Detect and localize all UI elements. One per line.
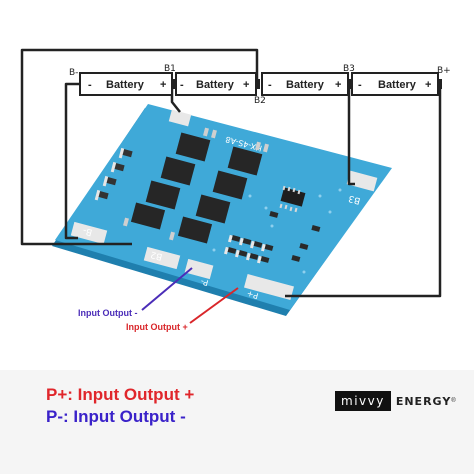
mosfet <box>227 146 263 176</box>
battery-4-label: Battery <box>378 79 417 91</box>
battery-3-minus: - <box>268 79 272 91</box>
callout-line-p-plus <box>189 287 239 324</box>
smd-capacitor <box>113 162 125 172</box>
pad-label-b3: B3 <box>348 193 362 206</box>
battery-4-minus: - <box>358 79 362 91</box>
battery-4: - Battery + <box>351 72 442 96</box>
brand-logo: mivvy ENERGY ® <box>335 391 456 411</box>
battery-3-label: Battery <box>286 79 325 91</box>
board-pad-p-minus <box>184 258 214 280</box>
callout-line-p-minus <box>141 267 193 311</box>
legend-p-minus: P-: Input Output - <box>46 407 186 426</box>
pad-label-p-plus: P+ <box>246 289 259 301</box>
brand-mark: mivvy <box>335 391 391 411</box>
battery-1-minus: - <box>88 79 92 91</box>
footer-panel <box>0 370 474 474</box>
mosfet <box>175 132 211 162</box>
battery-4-plus: + <box>425 79 431 91</box>
smd-capacitor <box>121 148 133 158</box>
callout-p-minus: Input Output - <box>78 308 137 318</box>
mosfet <box>195 194 231 224</box>
mosfet <box>160 156 196 186</box>
mosfet <box>145 180 181 210</box>
wire-b3 <box>347 84 355 186</box>
pad-label-b2: B2 <box>150 249 164 262</box>
terminal-label-b1: B1 <box>164 64 176 74</box>
board-pad-b3 <box>346 170 378 192</box>
mosfet <box>130 202 166 230</box>
battery-2-plus: + <box>243 79 249 91</box>
terminal-label-b-plus: B+ <box>437 66 451 76</box>
battery-2-minus: - <box>180 79 184 91</box>
bms-board: B- B2 B3 P- P+ HX-4S-A8 <box>52 104 392 316</box>
board-pad-b2 <box>143 246 181 270</box>
battery-1-label: Battery <box>106 79 145 91</box>
mosfet <box>177 216 213 244</box>
pad-label-b-minus: B- <box>82 225 94 237</box>
battery-2: - Battery + <box>175 72 260 96</box>
battery-pack: - Battery + - Battery + - Battery + - Ba… <box>79 72 442 96</box>
battery-3: - Battery + <box>261 72 352 96</box>
legend-p-plus: P+: Input Output + <box>46 385 195 404</box>
board-pad-top <box>168 109 192 127</box>
board-pad-p-plus <box>244 274 294 300</box>
brand-wordmark: ENERGY <box>395 394 452 408</box>
brand-registered-mark: ® <box>451 398 456 404</box>
terminal-label-b2: B2 <box>254 96 266 106</box>
battery-3-plus: + <box>335 79 341 91</box>
terminal-label-b-minus: B- <box>69 68 78 78</box>
bms-wiring-diagram: B- B2 B3 P- P+ HX-4S-A8 <box>20 48 451 332</box>
smd-capacitor <box>105 176 117 186</box>
smd-capacitor <box>97 190 109 200</box>
terminal-label-b3: B3 <box>343 64 355 74</box>
board-pad-b-minus <box>70 221 108 245</box>
battery-1: - Battery + <box>79 72 176 96</box>
battery-1-plus: + <box>160 79 166 91</box>
battery-2-label: Battery <box>196 79 235 91</box>
wire-b2 <box>20 48 259 246</box>
callout-p-plus: Input Output + <box>126 322 188 332</box>
wire-b-minus <box>64 82 80 240</box>
mosfet <box>212 170 248 200</box>
pad-label-p-minus: P- <box>200 277 210 288</box>
wire-b-plus <box>285 84 442 298</box>
